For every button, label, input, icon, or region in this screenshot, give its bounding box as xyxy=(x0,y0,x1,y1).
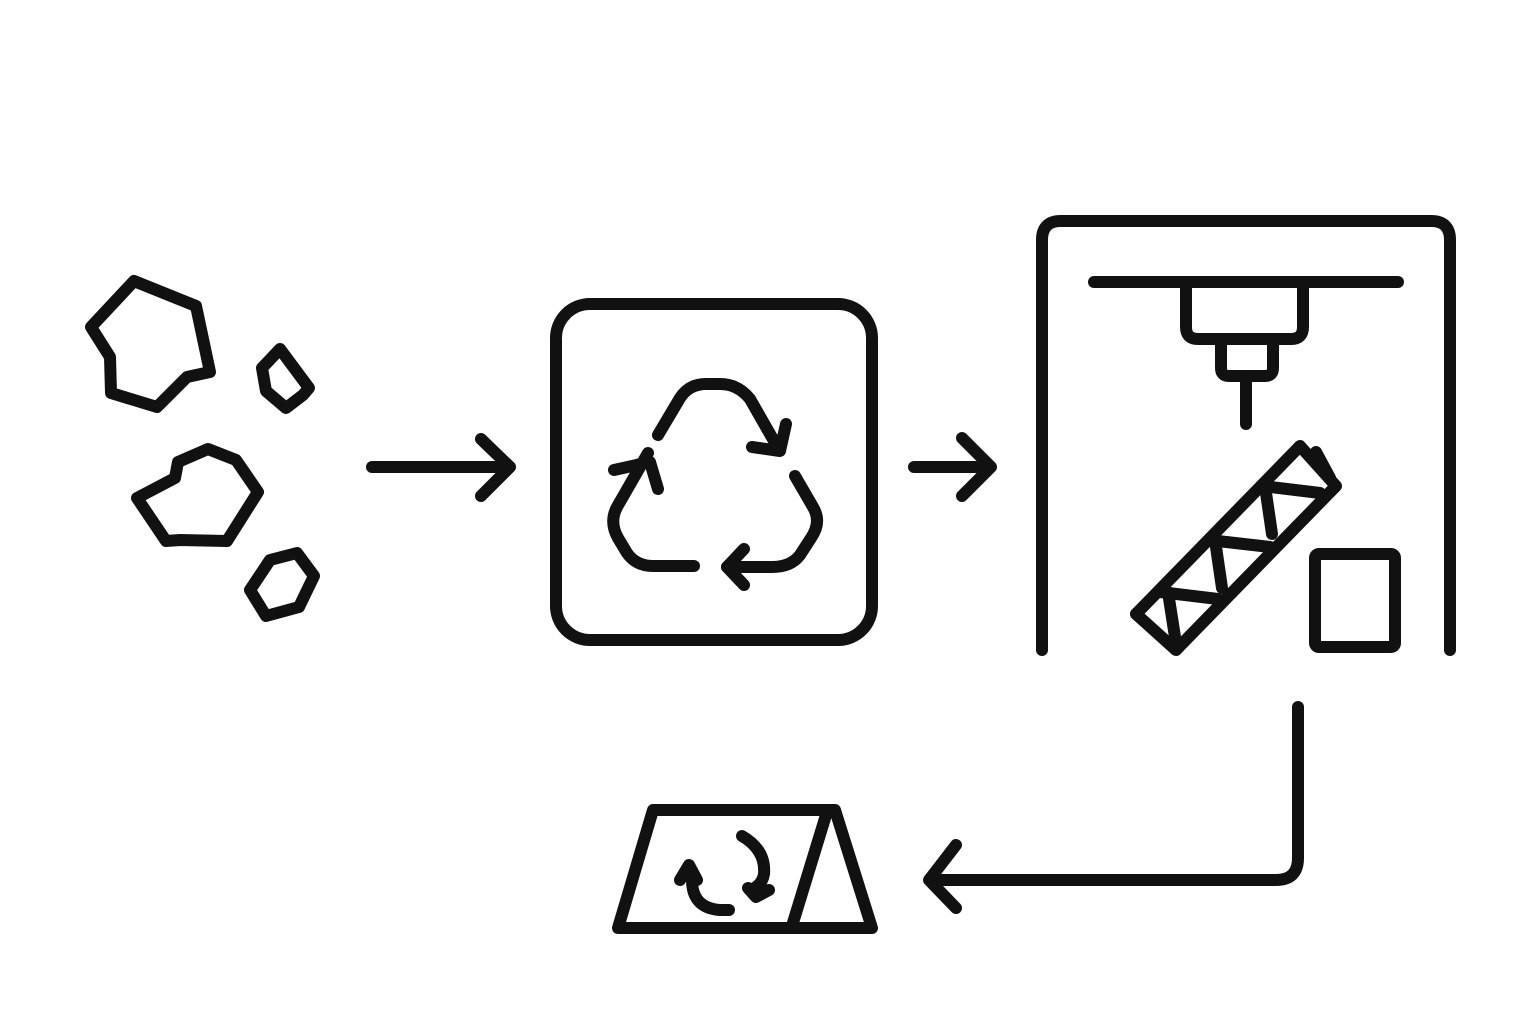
print-nozzle-housing xyxy=(1215,337,1279,382)
arrow-right-icon xyxy=(366,433,516,502)
tent-outline xyxy=(612,804,878,934)
arrow-right-icon xyxy=(908,432,997,502)
3d-printer-icon xyxy=(1036,215,1456,656)
fragment-small-bottom xyxy=(244,547,320,622)
rock-fragments-icon xyxy=(85,275,320,622)
fragment-large xyxy=(85,275,216,413)
small-recycle-arrow-top xyxy=(736,830,771,896)
small-recycle-arrowhead-top xyxy=(742,882,775,903)
tent-recycle-icon xyxy=(612,804,878,934)
fragment-medium xyxy=(131,443,264,547)
fragment-small-top xyxy=(256,343,315,414)
arrow-down-left-icon xyxy=(923,701,1304,914)
printer-frame xyxy=(1036,215,1456,656)
printed-truss-part xyxy=(1130,440,1342,656)
tent-divider xyxy=(786,809,832,932)
printed-block-part xyxy=(1309,548,1401,653)
small-recycle-arrow-bottom xyxy=(686,874,735,916)
print-head xyxy=(1180,280,1309,345)
recycle-icon xyxy=(607,378,823,591)
recycling-box xyxy=(550,298,878,646)
small-recycle-arrowhead-bottom xyxy=(674,859,703,886)
